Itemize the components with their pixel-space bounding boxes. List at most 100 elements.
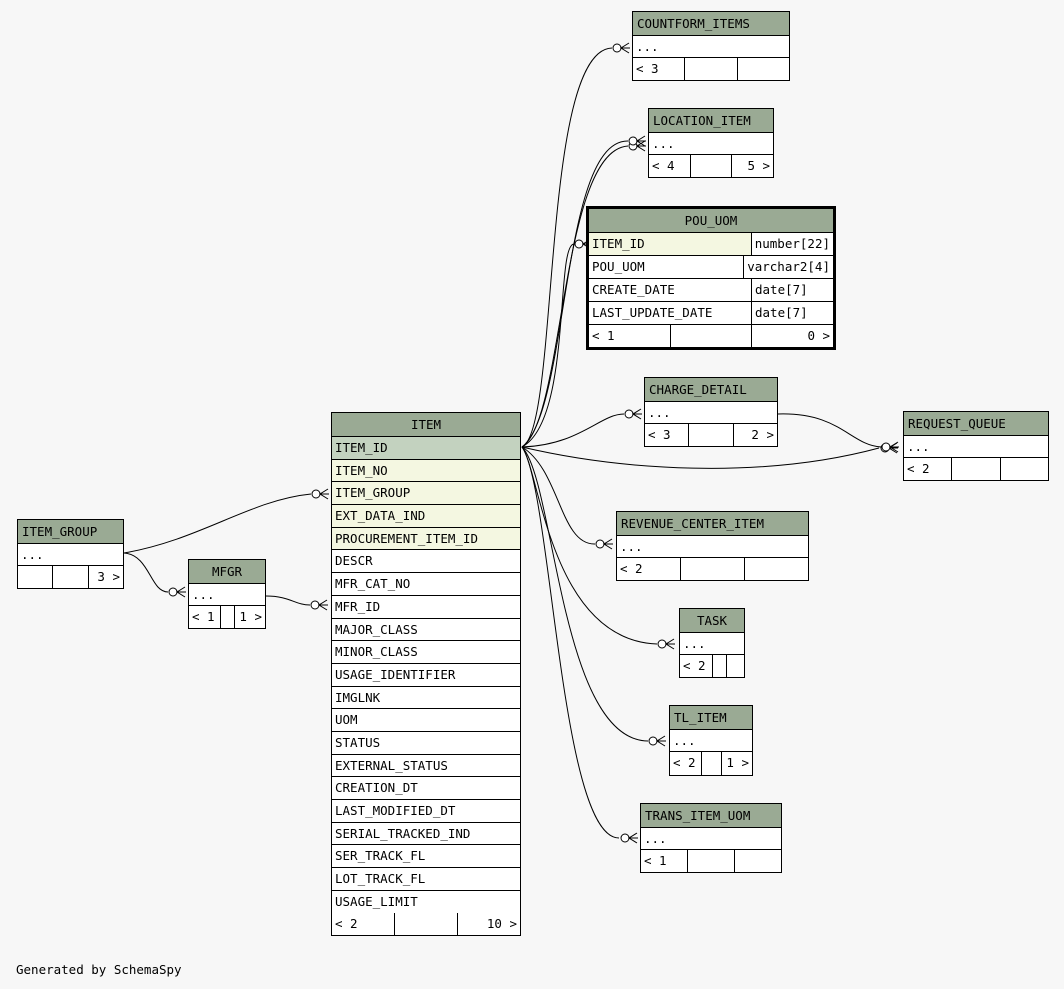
table-revenue-center-item[interactable]: REVENUE_CENTER_ITEM ... < 2: [616, 511, 809, 581]
column-name: UOM: [335, 712, 358, 728]
child-count: [736, 58, 789, 80]
column-name: PROCUREMENT_ITEM_ID: [332, 527, 520, 550]
footer-spacer: [684, 58, 736, 80]
column-name: MFR_CAT_NO: [335, 576, 411, 592]
table-title: LOCATION_ITEM: [649, 109, 773, 133]
footer-spacer: [951, 458, 999, 480]
optional-marker: [628, 136, 638, 146]
table-row: ITEM_ID: [332, 437, 520, 460]
relationship-line: [265, 595, 311, 606]
column-name: MINOR_CLASS: [335, 644, 418, 660]
relationship-line: [123, 493, 312, 554]
column-name: MAJOR_CLASS: [335, 621, 418, 637]
column-name: CREATION_DT: [335, 780, 418, 796]
crow-foot-marker: [628, 832, 638, 844]
table-row: PROCUREMENT_ITEM_ID: [332, 527, 520, 551]
table-row: ITEM_GROUP: [332, 482, 520, 506]
table-title: REQUEST_QUEUE: [904, 412, 1048, 436]
optional-marker: [595, 539, 605, 549]
crow-foot-marker: [603, 538, 613, 550]
table-row: EXT_DATA_IND: [332, 505, 520, 528]
relationship-line: [521, 140, 629, 448]
table-row: USAGE_IDENTIFIER: [332, 664, 520, 687]
table-row: IMGLNK: [332, 687, 520, 710]
collapsed-columns: ...: [21, 547, 44, 562]
table-pou-uom[interactable]: POU_UOM ITEM_ID number[22] POU_UOM varch…: [586, 206, 836, 350]
table-tl-item[interactable]: TL_ITEM ... < 2 1 >: [669, 705, 753, 776]
collapsed-columns: ...: [907, 439, 930, 454]
parent-count: < 2: [683, 658, 706, 673]
table-trans-item-uom[interactable]: TRANS_ITEM_UOM ... < 1: [640, 803, 782, 873]
column-name: ITEM_NO: [332, 459, 520, 482]
column-name: ITEM_ID: [589, 233, 751, 255]
column-type: date[7]: [751, 302, 833, 324]
column-name: ITEM_ID: [332, 437, 520, 459]
column-name: CREATE_DATE: [592, 282, 675, 297]
table-row: LAST_MODIFIED_DT: [332, 800, 520, 823]
collapsed-columns: ...: [683, 636, 706, 651]
table-title: ITEM: [332, 413, 520, 437]
column-type: varchar2[4]: [743, 256, 833, 278]
table-charge-detail[interactable]: CHARGE_DETAIL ... < 3 2 >: [644, 377, 778, 447]
parent-count: < 3: [636, 61, 659, 76]
column-name: POU_UOM: [592, 259, 645, 274]
footer-spacer: [669, 325, 752, 347]
optional-marker: [310, 600, 320, 610]
collapsed-columns: ...: [636, 39, 659, 54]
relationship-line: [521, 413, 625, 448]
column-name: EXTERNAL_STATUS: [335, 757, 448, 773]
table-title: TL_ITEM: [670, 706, 752, 730]
collapsed-columns: ...: [192, 587, 215, 602]
child-count: [744, 558, 808, 580]
table-row: MINOR_CLASS: [332, 641, 520, 664]
optional-marker: [881, 442, 891, 452]
child-count: 0 >: [751, 325, 833, 347]
table-location-item[interactable]: LOCATION_ITEM ... < 4 5 >: [648, 108, 774, 178]
column-name: USAGE_LIMIT: [335, 893, 418, 909]
child-count: [734, 850, 781, 872]
crow-foot-marker: [176, 586, 186, 598]
relationship-line: [521, 243, 575, 448]
table-row: SER_TRACK_FL: [332, 845, 520, 869]
collapsed-columns: ...: [648, 405, 671, 420]
table-row: USAGE_LIMIT: [332, 891, 520, 914]
optional-marker: [620, 833, 630, 843]
child-count: 2 >: [732, 424, 777, 446]
child-count: [999, 458, 1048, 480]
table-title: CHARGE_DETAIL: [645, 378, 777, 402]
footer-spacer: [700, 752, 721, 775]
column-type: date[7]: [751, 279, 833, 301]
child-count: 5 >: [731, 155, 773, 177]
collapsed-columns: ...: [673, 733, 696, 748]
table-row: MFR_ID: [332, 596, 520, 619]
crow-foot-marker: [636, 135, 646, 147]
table-task[interactable]: TASK ... < 2: [679, 608, 745, 678]
parent-count: < 1: [592, 328, 615, 343]
table-item-group[interactable]: ITEM_GROUP ... 3 >: [17, 519, 124, 589]
relationship-line: [123, 552, 169, 593]
crow-foot-marker: [632, 408, 642, 420]
table-row: STATUS: [332, 732, 520, 755]
optional-marker: [574, 239, 584, 249]
column-name: MFR_ID: [335, 598, 381, 614]
column-type: number[22]: [750, 233, 833, 255]
column-name: LOT_TRACK_FL: [335, 871, 426, 887]
optional-marker: [168, 587, 178, 597]
table-countform-items[interactable]: COUNTFORM_ITEMS ... < 3: [632, 11, 790, 81]
parent-count: < 2: [620, 561, 643, 576]
footer-spacer: [52, 566, 87, 588]
parent-count: < 3: [648, 427, 671, 442]
table-request-queue[interactable]: REQUEST_QUEUE ... < 2: [903, 411, 1049, 481]
optional-marker: [657, 639, 667, 649]
table-row: ITEM_NO: [332, 459, 520, 483]
collapsed-columns: ...: [620, 539, 643, 554]
parent-count: [18, 566, 52, 588]
column-name: STATUS: [335, 734, 381, 750]
column-name: ITEM_GROUP: [332, 482, 520, 505]
parent-count: < 2: [673, 755, 696, 770]
relationship-line: [521, 446, 596, 545]
table-mfgr[interactable]: MFGR ... < 1 1 >: [188, 559, 266, 629]
table-row: MAJOR_CLASS: [332, 619, 520, 642]
crow-foot-marker: [889, 441, 899, 453]
